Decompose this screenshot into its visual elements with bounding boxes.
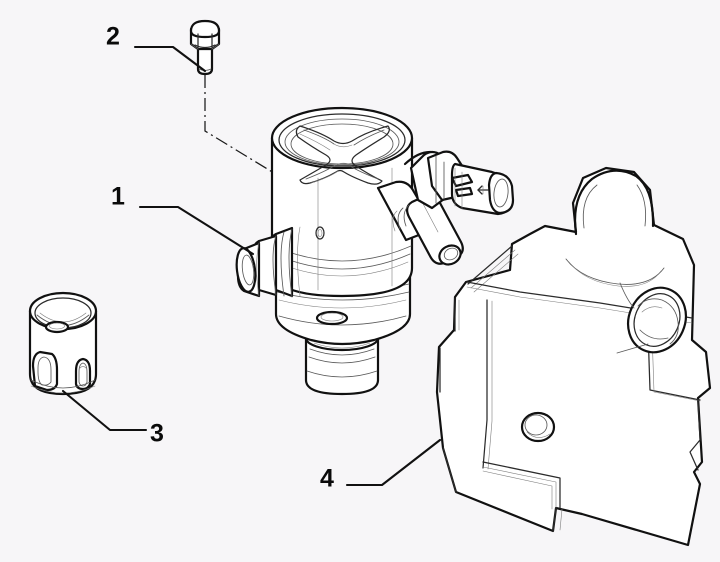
callout-label-3: 3 bbox=[150, 420, 164, 448]
pump-inlet-port bbox=[235, 226, 301, 298]
pulsation-damper-cross bbox=[295, 125, 390, 185]
part-bolt bbox=[189, 19, 221, 76]
shield-dimple bbox=[520, 411, 556, 443]
callout-label-4: 4 bbox=[320, 465, 334, 493]
part-support-cup bbox=[28, 291, 98, 396]
pump-electrical-connector bbox=[403, 150, 515, 216]
part-heat-shield bbox=[435, 166, 712, 547]
callout-group-3: 3 bbox=[61, 389, 164, 448]
callout-group-1: 1 bbox=[111, 183, 255, 256]
part-pump-body bbox=[235, 106, 515, 396]
shield-oval-opening bbox=[627, 286, 687, 354]
callout-group-4: 4 bbox=[320, 438, 442, 493]
callout-label-1: 1 bbox=[111, 183, 125, 211]
callout-label-2: 2 bbox=[106, 23, 120, 51]
callout-group-2: 2 bbox=[106, 23, 207, 73]
pump-outlet-pipe bbox=[376, 180, 464, 266]
